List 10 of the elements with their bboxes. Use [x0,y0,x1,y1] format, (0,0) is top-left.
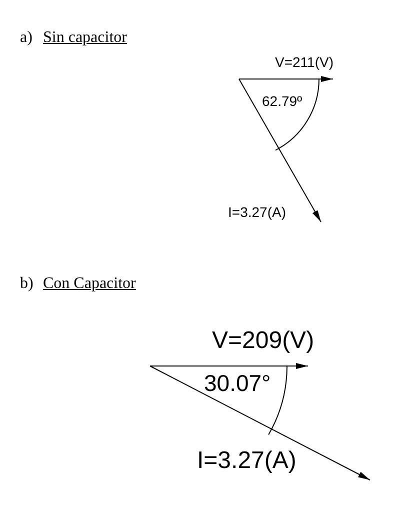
panel-letter: a) [20,30,32,46]
current-label: I=3.27(A) [197,449,296,473]
current-label: I=3.27(A) [228,205,286,219]
panel-letter: b) [20,276,34,292]
angle-label: 62.79º [262,94,302,108]
voltage-label: V=211(V) [275,55,334,69]
panel-title: Sin capacitor [43,30,127,46]
voltage-label: V=209(V) [212,329,314,353]
panel-title: Con Capacitor [43,276,136,292]
angle-label: 30.07° [204,372,271,395]
